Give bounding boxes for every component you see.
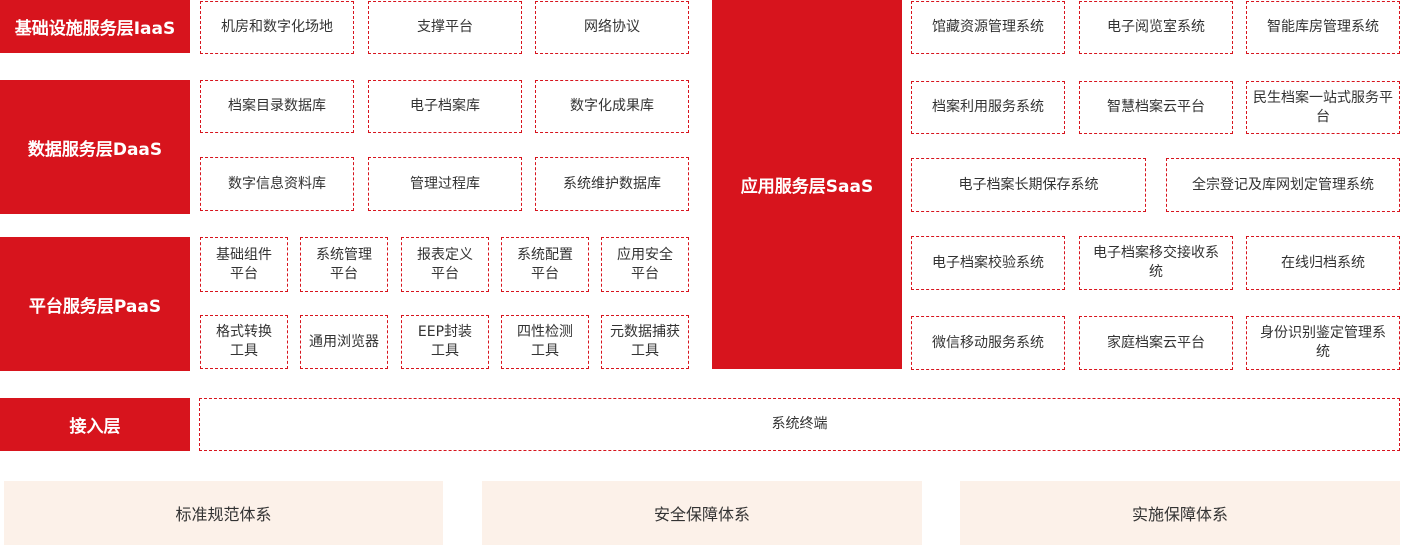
saas-item: 电子档案长期保存系统 — [911, 158, 1146, 212]
saas-item: 微信移动服务系统 — [911, 316, 1065, 370]
iaas-item: 机房和数字化场地 — [200, 1, 354, 54]
layer-label-access: 接入层 — [0, 398, 190, 451]
daas-item: 档案目录数据库 — [200, 80, 354, 133]
saas-item: 电子阅览室系统 — [1079, 1, 1233, 54]
saas-item: 民生档案一站式服务平台 — [1246, 81, 1400, 134]
footer-security-system: 安全保障体系 — [482, 481, 922, 545]
paas-item: 元数据捕获工具 — [601, 315, 689, 369]
layer-label-paas: 平台服务层PaaS — [0, 237, 190, 371]
paas-item: 应用安全平台 — [601, 237, 689, 292]
saas-item: 档案利用服务系统 — [911, 81, 1065, 134]
saas-item: 家庭档案云平台 — [1079, 316, 1233, 370]
iaas-item: 支撑平台 — [368, 1, 522, 54]
paas-item: 报表定义平台 — [401, 237, 489, 292]
paas-item: EEP封装工具 — [401, 315, 489, 369]
footer-implementation-system: 实施保障体系 — [960, 481, 1400, 545]
paas-item: 基础组件平台 — [200, 237, 288, 292]
paas-item: 四性检测工具 — [501, 315, 589, 369]
access-item: 系统终端 — [199, 398, 1400, 451]
saas-item: 在线归档系统 — [1246, 236, 1400, 290]
layer-label-saas: 应用服务层SaaS — [712, 0, 902, 369]
daas-item: 电子档案库 — [368, 80, 522, 133]
daas-item: 数字信息资料库 — [200, 157, 354, 211]
layer-label-daas: 数据服务层DaaS — [0, 80, 190, 214]
paas-item: 系统配置平台 — [501, 237, 589, 292]
paas-item: 通用浏览器 — [300, 315, 388, 369]
saas-item: 馆藏资源管理系统 — [911, 1, 1065, 54]
paas-item: 格式转换工具 — [200, 315, 288, 369]
saas-item: 身份识别鉴定管理系统 — [1246, 316, 1400, 370]
saas-item: 电子档案校验系统 — [911, 236, 1065, 290]
paas-item: 系统管理平台 — [300, 237, 388, 292]
daas-item: 数字化成果库 — [535, 80, 689, 133]
saas-item: 电子档案移交接收系统 — [1079, 236, 1233, 290]
iaas-item: 网络协议 — [535, 1, 689, 54]
daas-item: 系统维护数据库 — [535, 157, 689, 211]
daas-item: 管理过程库 — [368, 157, 522, 211]
saas-item: 智慧档案云平台 — [1079, 81, 1233, 134]
footer-standard-system: 标准规范体系 — [4, 481, 443, 545]
layer-label-iaas: 基础设施服务层IaaS — [0, 0, 190, 53]
saas-item: 全宗登记及库网划定管理系统 — [1166, 158, 1400, 212]
saas-item: 智能库房管理系统 — [1246, 1, 1400, 54]
